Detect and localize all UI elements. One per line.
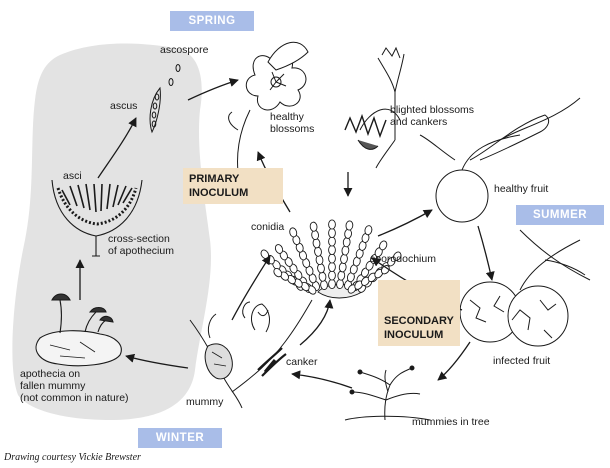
arrow-asci-to-ascus [97,117,137,179]
healthy-blossoms-icon [228,41,309,173]
mummies-in-tree-icon [344,365,431,421]
ascus-icon [149,86,161,134]
label-blighted-line-2: and cankers [390,116,448,128]
label-cross-section-line-2: of apothecium [108,245,174,257]
primary-inoculum-line-2: INOCULUM [189,187,249,199]
secondary-inoculum-line-1: SECONDARY [384,315,454,327]
apothecium-cross-section-icon [51,179,143,257]
label-apothecia-line-1: apothecia on [20,368,81,380]
primary-inoculum-line-1: PRIMARY [189,173,240,185]
arrow-infected-to-mummies [437,341,471,381]
label-blighted-blossoms: blighted blossoms and cankers [390,104,474,128]
arrow-mummy-to-conidia [231,255,271,321]
arrow-ascus-to-blossoms [187,78,239,101]
label-canker: canker [286,356,318,368]
secondary-inoculum-box: SECONDARY INOCULUM [378,280,460,346]
label-asci: asci [63,170,82,182]
arrow-canker-to-sporodochium [299,299,334,346]
season-spring: SPRING [170,11,254,31]
sexual-stage-panel [12,43,212,420]
label-mummies-in-tree: mummies in tree [412,416,490,428]
label-ascospore: ascospore [160,44,209,56]
label-cross-section: cross-section of apothecium [108,233,174,257]
ascospore-icon [168,64,181,86]
arrow-mummies-to-canker [291,370,353,389]
apothecia-on-mummy-icon [35,293,122,367]
label-apothecia: apothecia on fallen mummy (not common in… [20,368,129,404]
label-mummy: mummy [186,396,224,408]
label-healthy-blossoms-line-2: blossoms [270,123,315,135]
primary-inoculum-box: PRIMARY INOCULUM [183,168,283,204]
mummy-and-canker-icon [189,299,313,409]
infected-fruit-icon [459,229,591,347]
label-infected-fruit: infected fruit [493,355,551,367]
cycle-arrows [75,78,495,389]
healthy-fruit-icon [419,97,581,223]
label-conidia: conidia [251,221,285,233]
arrow-sporodochium-to-healthy-fruit [377,209,433,237]
arrow-mummy-to-apothecia [125,353,189,369]
secondary-inoculum-line-2: INOCULUM [384,329,444,341]
blighted-blossoms-icon [344,46,405,169]
label-sporodochium: sporodochium [370,253,436,265]
label-apothecia-line-3: (not common in nature) [20,392,129,404]
drawing-credit: Drawing courtesy Vickie Brewster [4,452,141,463]
arrow-healthy-to-infected-fruit [477,225,495,281]
label-ascus: ascus [110,100,138,112]
season-winter: WINTER [138,428,222,448]
season-summer: SUMMER [516,205,604,225]
label-healthy-blossoms: healthy blossoms [270,111,314,135]
label-blighted-line-1: blighted blossoms [390,104,475,116]
label-healthy-blossoms-line-1: healthy [270,111,304,123]
label-healthy-fruit: healthy fruit [494,183,549,195]
label-cross-section-line-1: cross-section [108,233,170,245]
label-apothecia-line-2: fallen mummy [20,380,86,392]
